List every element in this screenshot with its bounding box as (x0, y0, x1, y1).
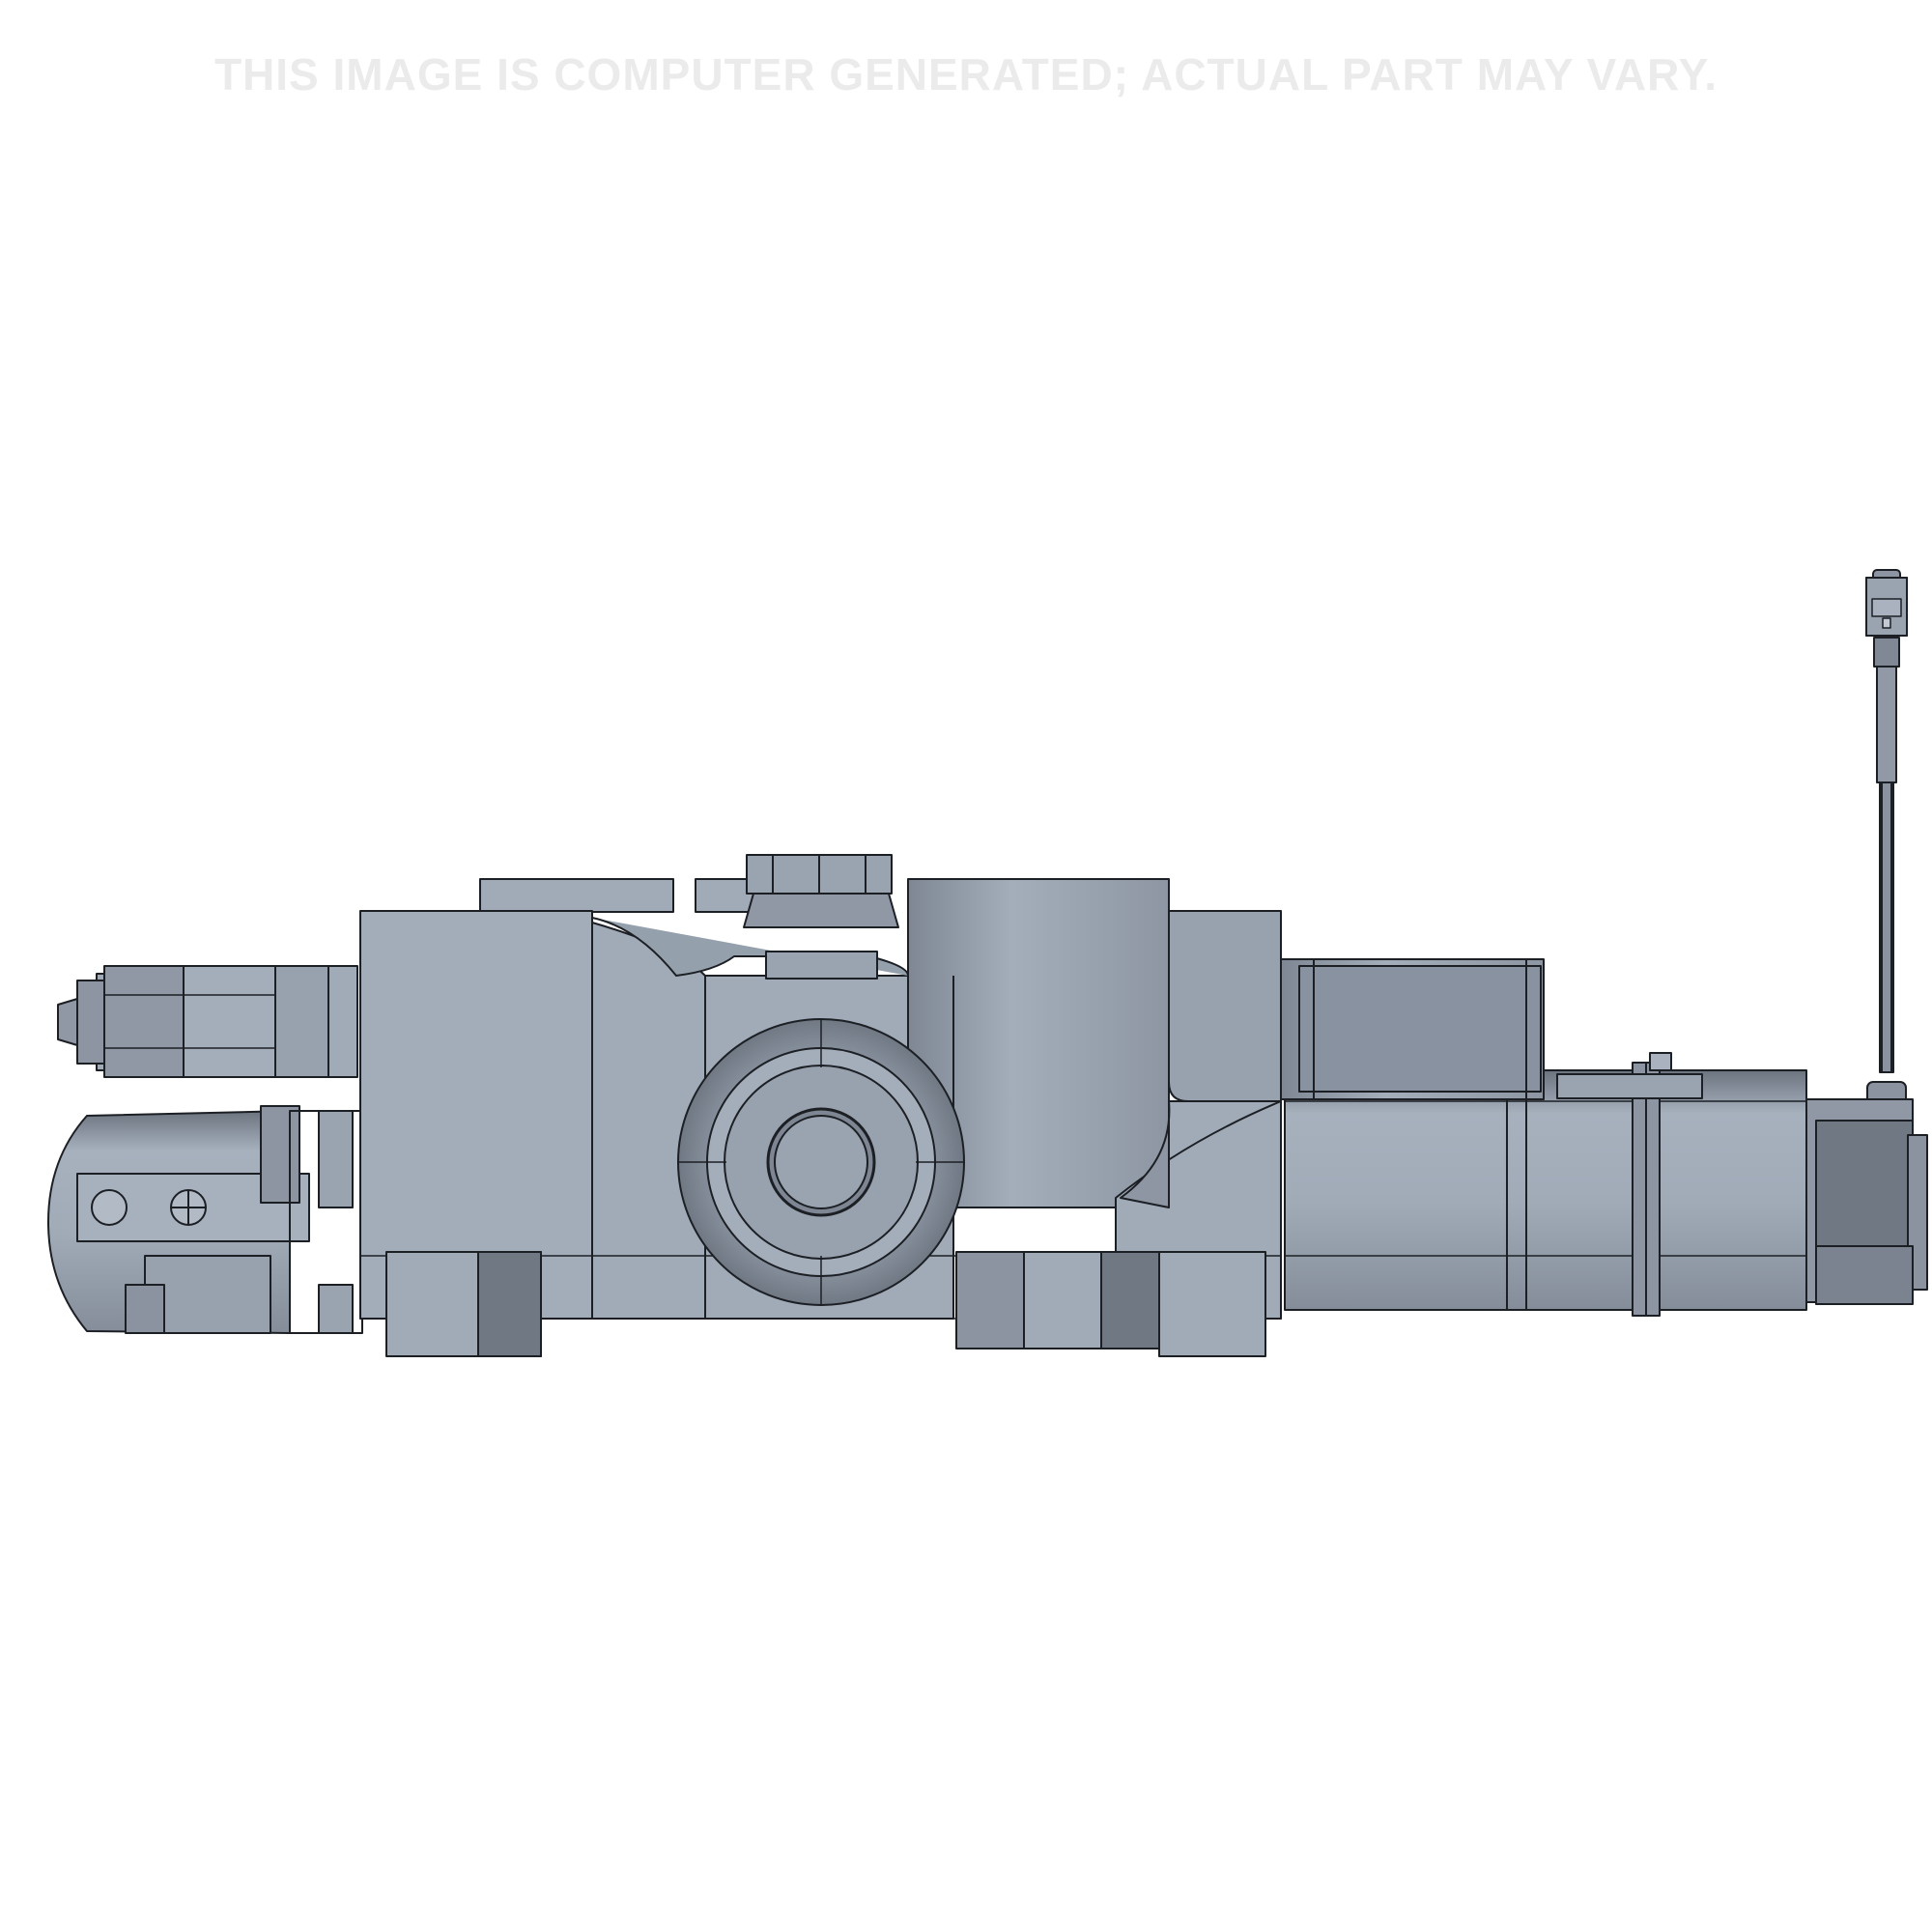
upper-right-port-block (1280, 958, 1545, 1100)
top-plug-nut (743, 854, 899, 980)
front-port (677, 1018, 965, 1306)
valve-body (359, 878, 1282, 1357)
computer-generated-disclaimer: THIS IMAGE IS COMPUTER GENERATED; ACTUAL… (213, 49, 1719, 99)
spool-cap-cylinder (1284, 1052, 1928, 1317)
lever-handle (1865, 569, 1908, 1160)
relief-valve-assembly (57, 965, 358, 1078)
left-spool-end-assembly (47, 1105, 363, 1334)
